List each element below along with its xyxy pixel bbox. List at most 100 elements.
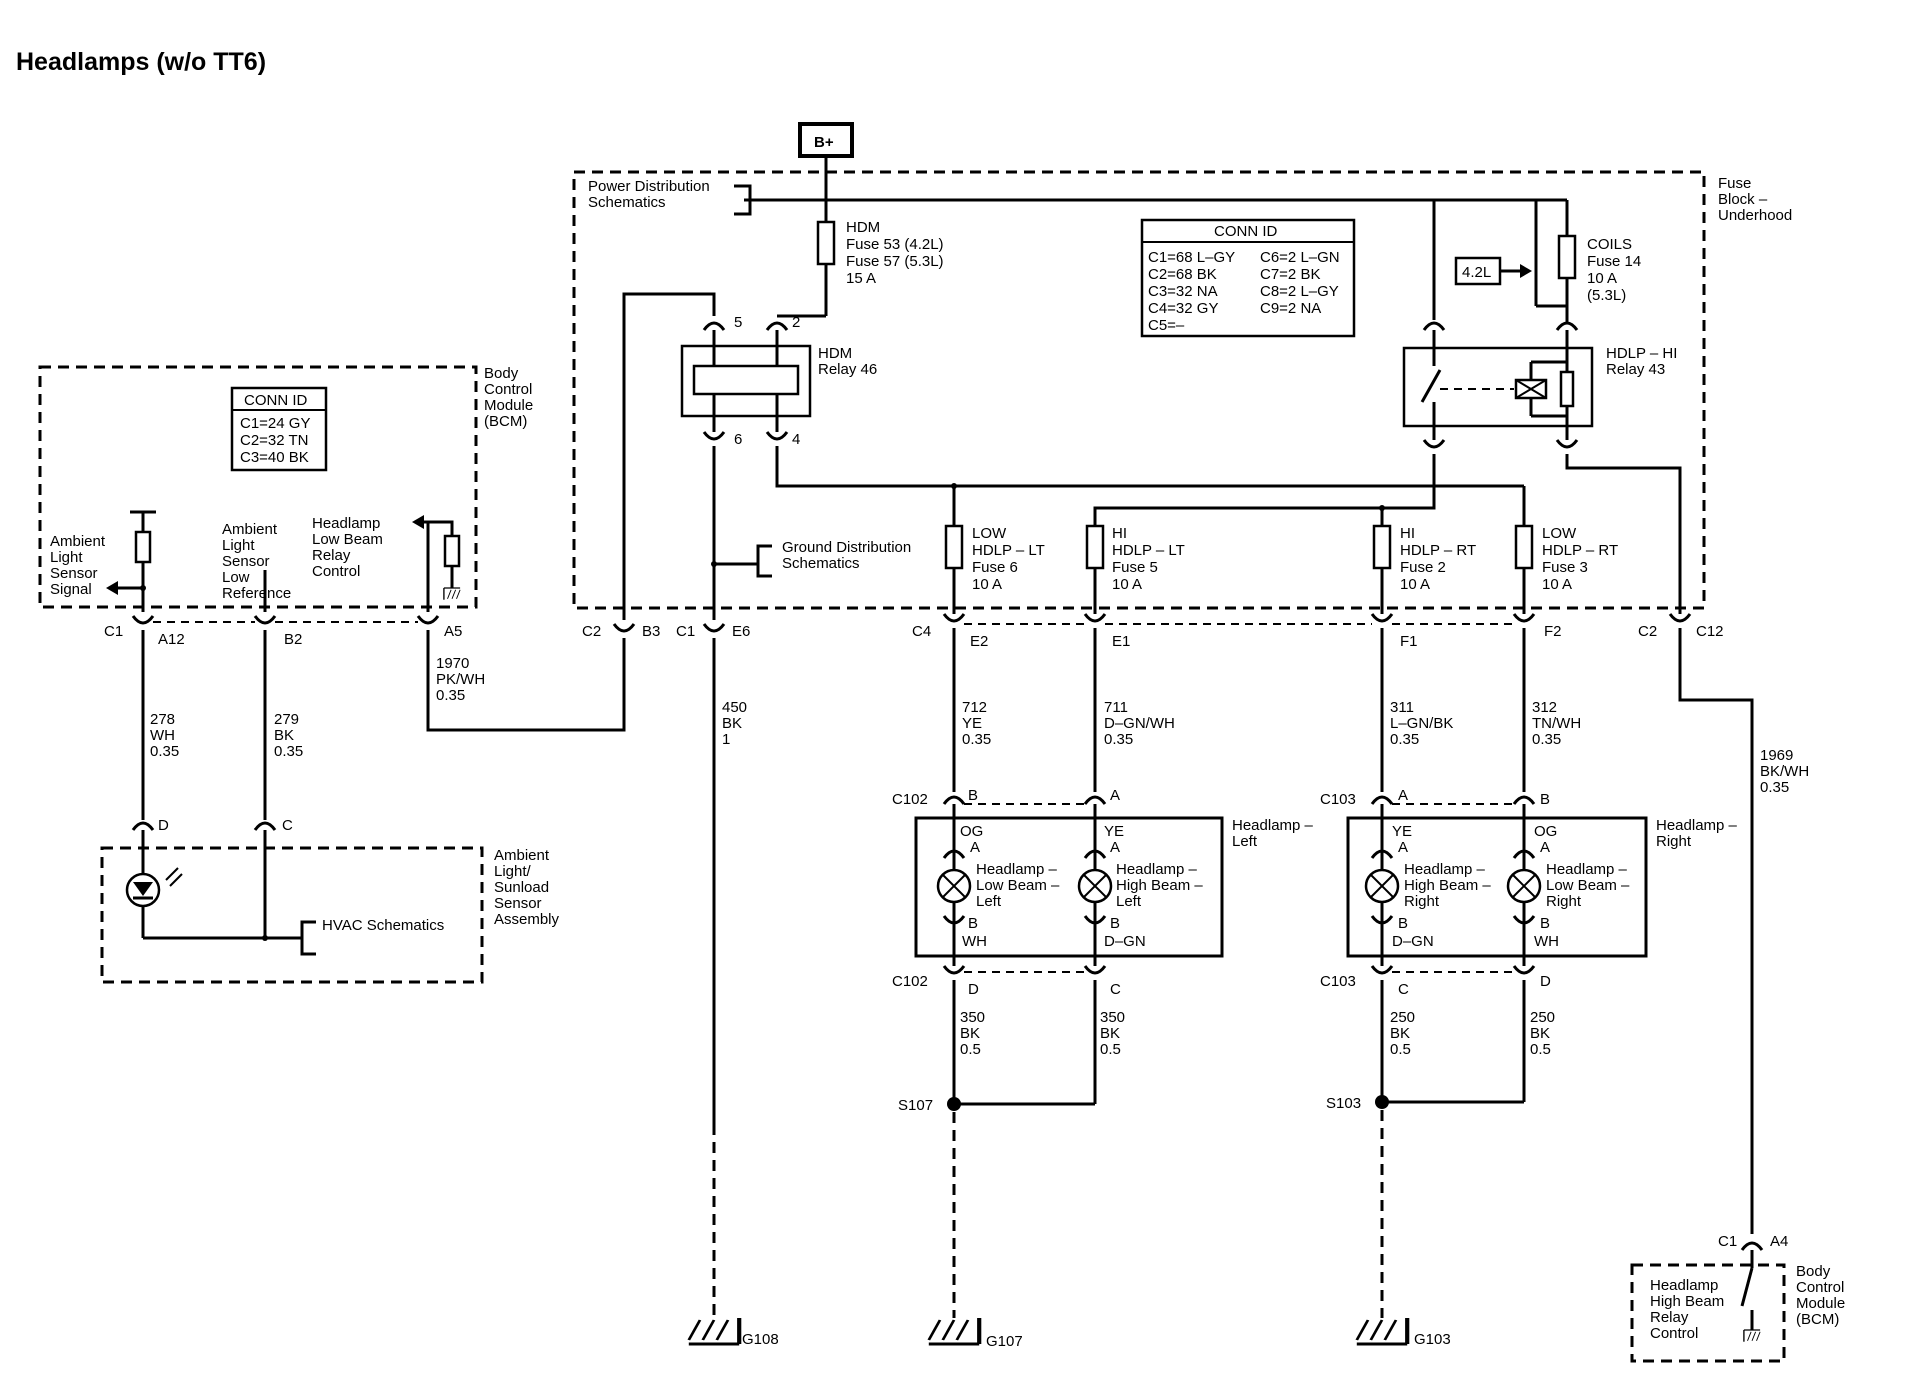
left-high-pin-bot: B (1110, 915, 1120, 932)
fuse-low-hdlp-lt: LOW HDLP – LT Fuse 6 10 A (944, 524, 1045, 593)
hvac-label: HVAC Schematics (322, 917, 444, 934)
left-low-pin-bot: B (968, 915, 978, 932)
bcm-conn-row-1: C1=24 GY (240, 415, 310, 432)
bcm-conn-row-3: C3=40 BK (240, 449, 309, 466)
bcm-low-ref-5: Reference (222, 585, 291, 602)
right-headlamp-housing (1346, 816, 1648, 958)
bcm2-ctrl-1: Headlamp (1650, 1277, 1718, 1294)
e2-label: E2 (970, 633, 988, 650)
bcm-label-3: Module (484, 397, 533, 414)
w1969-3: 0.35 (1760, 779, 1789, 796)
w350b-1: 350 (1100, 1009, 1125, 1026)
label-fuses-2-lines-2: Fuse 2 (1400, 559, 1446, 576)
hdlp-hi-relay-line1: HDLP – HI (1606, 345, 1677, 362)
fuse-block-enclosure (572, 170, 1706, 610)
sensor-assy-2: Light/ (494, 863, 532, 880)
right-high-name-1: Headlamp – (1404, 861, 1486, 878)
a4-label: A4 (1770, 1233, 1788, 1250)
fuse-conn-right-3: C8=2 L–GY (1260, 283, 1339, 300)
fuse-conn-left-4: C4=32 GY (1148, 300, 1218, 317)
label-fuses-2-lines-1: HDLP – RT (1400, 542, 1476, 559)
left-lamp-label-2: Left (1232, 833, 1258, 850)
ground-dist-line2: Schematics (782, 555, 860, 572)
bcm-low-ctrl-3: Relay (312, 547, 351, 564)
fuse-conn-id-header: CONN ID (1214, 223, 1278, 240)
sensor-assy-5: Assembly (494, 911, 560, 928)
f2-label: F2 (1544, 623, 1562, 640)
label-fuses-1-lines-2: Fuse 5 (1112, 559, 1158, 576)
w450-2: BK (722, 715, 742, 732)
g103-label: G103 (1414, 1331, 1451, 1348)
label-fuses-0-lines-3: 10 A (972, 576, 1002, 593)
sensor-d-label: D (158, 817, 169, 834)
e6-label: E6 (732, 623, 750, 640)
right-pin-d-bot: D (1540, 973, 1551, 990)
label-fuses-0-lines-0: LOW (972, 525, 1007, 542)
sensor-c-label: C (282, 817, 293, 834)
bcm-low-ref-1: Ambient (222, 521, 278, 538)
label-fuses-1-lines-1: HDLP – LT (1112, 542, 1185, 559)
sensor-assy-3: Sunload (494, 879, 549, 896)
w711-3: 0.35 (1104, 731, 1133, 748)
left-pin-a-top: A (1110, 787, 1120, 804)
fuse-hi-hdlp-rt: HI HDLP – RT Fuse 2 10 A (1372, 524, 1476, 593)
s107-label: S107 (898, 1097, 933, 1114)
bcm2-ctrl-3: Relay (1650, 1309, 1689, 1326)
splice-s103 (1375, 1095, 1389, 1109)
coils-line3: 10 A (1587, 270, 1617, 287)
hdm-pin-2: 2 (792, 314, 800, 331)
sensor-assy-1: Ambient (494, 847, 550, 864)
hdm-pin-5: 5 (734, 314, 742, 331)
ground-g108-icon (689, 1318, 739, 1344)
page-title: Headlamps (w/o TT6) (16, 48, 267, 76)
right-pin-a-top: A (1398, 787, 1408, 804)
bcm-c1-label: C1 (104, 623, 123, 640)
w311-3: 0.35 (1390, 731, 1419, 748)
left-low-name-3: Left (976, 893, 1002, 910)
fuse-conn-left-5: C5=– (1148, 317, 1185, 334)
left-low-name-1: Headlamp – (976, 861, 1058, 878)
left-low-name-2: Low Beam – (976, 877, 1060, 894)
w278-2: WH (150, 727, 175, 744)
bcm2-label-2: Control (1796, 1279, 1844, 1296)
w1970-2: PK/WH (436, 671, 485, 688)
right-low-name-3: Right (1546, 893, 1582, 910)
power-dist-line2: Schematics (588, 194, 666, 211)
w450-3: 1 (722, 731, 730, 748)
left-low-pin-top: A (970, 839, 980, 856)
hdm-fuse (816, 220, 836, 266)
hdm-fuse-line3: Fuse 57 (5.3L) (846, 253, 944, 270)
g108-label: G108 (742, 1331, 779, 1348)
bcm2-enclosure (1630, 1263, 1786, 1363)
right-high-color-top: YE (1392, 823, 1412, 840)
w250a-2: BK (1390, 1025, 1410, 1042)
w250a-1: 250 (1390, 1009, 1415, 1026)
right-low-color-top: OG (1534, 823, 1557, 840)
hdm-relay-line1: HDM (818, 345, 852, 362)
right-pin-c-bot: C (1398, 981, 1409, 998)
bcm-ambient-signal-3: Sensor (50, 565, 98, 582)
fuse-conn-left-1: C1=68 L–GY (1148, 249, 1235, 266)
e1-label: E1 (1112, 633, 1130, 650)
fuse-hi-hdlp-lt: HI HDLP – LT Fuse 5 10 A (1085, 524, 1185, 593)
w350b-3: 0.5 (1100, 1041, 1121, 1058)
c103-top-label: C103 (1320, 791, 1356, 808)
c103-bot-label: C103 (1320, 973, 1356, 990)
hdm-pin-6: 6 (734, 431, 742, 448)
right-lamp-label-2: Right (1656, 833, 1692, 850)
fuse-conn-right-4: C9=2 NA (1260, 300, 1321, 317)
left-pin-d-bot: D (968, 981, 979, 998)
left-pin-c-bot: C (1110, 981, 1121, 998)
w350a-1: 350 (960, 1009, 985, 1026)
splice-s107 (947, 1097, 961, 1111)
bcm2-ctrl-2: High Beam (1650, 1293, 1724, 1310)
bcm-low-ctrl-1: Headlamp (312, 515, 380, 532)
coils-line4: (5.3L) (1587, 287, 1626, 304)
engine-42-tag (1454, 256, 1502, 286)
engine-42-label: 4.2L (1462, 264, 1491, 281)
label-fuses-2-lines-3: 10 A (1400, 576, 1430, 593)
fuse-low-hdlp-rt: LOW HDLP – RT Fuse 3 10 A (1514, 524, 1618, 593)
left-high-color-top: YE (1104, 823, 1124, 840)
b-plus-label: B+ (814, 134, 834, 151)
right-low-name-1: Headlamp – (1546, 861, 1628, 878)
